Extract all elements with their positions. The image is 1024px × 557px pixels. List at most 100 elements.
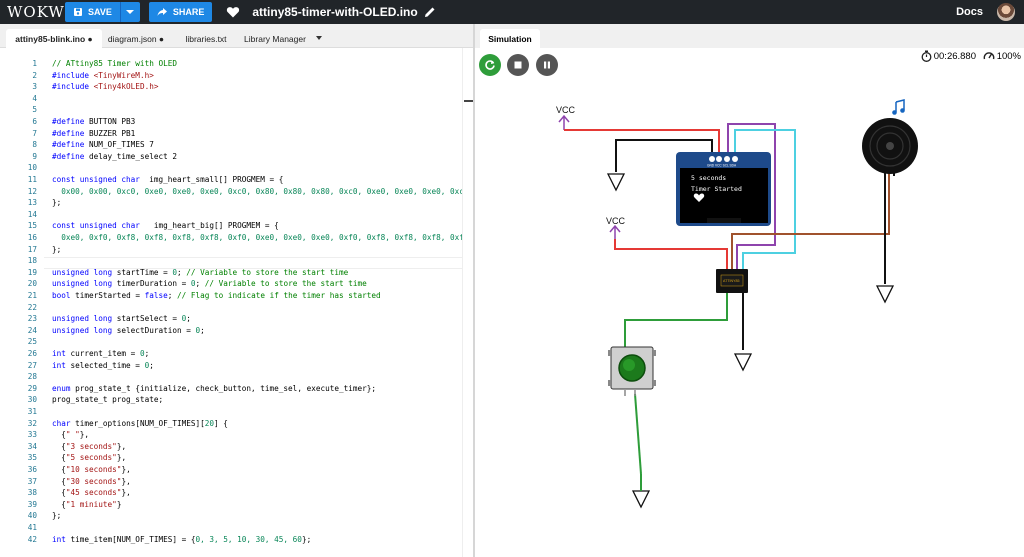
share-button[interactable]: SHARE xyxy=(148,2,213,22)
code-line[interactable]: 4 xyxy=(0,93,473,105)
code-token: #include xyxy=(52,70,94,80)
line-number: 26 xyxy=(27,349,37,358)
save-button[interactable]: SAVE xyxy=(65,2,120,22)
code-line[interactable]: 5 xyxy=(0,104,473,116)
code-line[interactable]: 28 xyxy=(0,371,473,383)
tabs-dropdown-icon[interactable] xyxy=(316,36,322,40)
code-token: unsigned long xyxy=(52,279,117,289)
pause-icon xyxy=(544,61,550,69)
tab-library-manager[interactable]: Library Manager xyxy=(244,33,306,44)
docs-link[interactable]: Docs xyxy=(956,6,983,18)
code-token: ; xyxy=(186,314,191,324)
code-line[interactable]: 22 xyxy=(0,302,473,314)
code-line[interactable]: 35 {"5 seconds"}, xyxy=(0,452,473,464)
code-token: ; xyxy=(144,349,150,358)
oled-display[interactable]: GND VCC SCL SDA 5 seconds Timer Started xyxy=(676,152,771,226)
code-token: }; xyxy=(52,198,62,208)
wire-vcc-oled[interactable] xyxy=(564,129,720,158)
save-dropdown-button[interactable] xyxy=(119,2,140,22)
code-text: }; xyxy=(52,244,61,256)
restart-button[interactable] xyxy=(479,54,501,76)
wire-scl[interactable] xyxy=(727,123,776,272)
stop-button[interactable] xyxy=(507,54,529,76)
code-token: startTime = xyxy=(116,267,173,277)
wire-button-gnd[interactable] xyxy=(634,393,642,475)
wire-oled-gnd[interactable] xyxy=(615,139,713,172)
code-line[interactable]: 25 xyxy=(0,336,473,348)
buzzer[interactable] xyxy=(862,118,918,176)
tab-diagram-json[interactable]: diagram.json ● xyxy=(107,33,165,44)
wire-buzzer[interactable] xyxy=(731,172,890,272)
code-line[interactable]: 12 0x00, 0x00, 0xc0, 0xe0, 0xe0, 0xe0, 0… xyxy=(0,186,473,198)
code-line[interactable]: 16 0xe0, 0xf0, 0xf8, 0xf8, 0xf8, 0xf8, 0… xyxy=(0,232,473,244)
avatar[interactable] xyxy=(997,3,1015,21)
project-title[interactable]: attiny85-timer-with-OLED.ino xyxy=(252,5,418,19)
code-line[interactable]: 31 xyxy=(0,406,473,418)
tab-libraries-txt[interactable]: libraries.txt xyxy=(185,33,227,44)
code-line[interactable]: 6#define BUTTON PB3 xyxy=(0,116,473,128)
code-line[interactable]: 41 xyxy=(0,522,473,534)
pane-divider[interactable] xyxy=(473,24,475,557)
ground-symbol-3 xyxy=(875,285,895,304)
code-token: enum xyxy=(52,383,76,393)
wokwi-logo[interactable]: WOKWI xyxy=(7,3,72,21)
circuit-canvas[interactable]: VCC VCC GND VCC SCL SDA 5 seconds xyxy=(475,24,1024,557)
wire-button[interactable] xyxy=(624,292,728,350)
code-text: {"45 seconds"}, xyxy=(52,487,130,499)
code-line[interactable]: 18 xyxy=(0,255,473,267)
editor-scrollbar[interactable] xyxy=(462,48,473,557)
wire-sda[interactable] xyxy=(734,129,796,272)
code-line[interactable]: 36 {"10 seconds"}, xyxy=(0,464,473,476)
code-line[interactable]: 14 xyxy=(0,209,473,221)
code-token: { xyxy=(52,476,66,486)
code-line[interactable]: 13}; xyxy=(0,197,473,209)
pencil-icon[interactable] xyxy=(424,6,436,18)
code-line[interactable]: 34 {"3 seconds"}, xyxy=(0,441,473,453)
code-line[interactable]: 17}; xyxy=(0,244,473,256)
line-number: 1 xyxy=(32,59,37,68)
code-token: current_item = xyxy=(70,349,140,358)
line-number: 18 xyxy=(27,256,37,266)
code-line[interactable]: 39 {"1 miniute"} xyxy=(0,499,473,511)
current-line-highlight xyxy=(44,257,473,269)
code-line[interactable]: 9#define delay_time_select 2 xyxy=(0,151,473,163)
tab-attiny85-blink[interactable]: attiny85-blink.ino ● xyxy=(6,29,102,48)
pause-button[interactable] xyxy=(536,54,558,76)
code-line[interactable]: 8#define NUM_OF_TIMES 7 xyxy=(0,139,473,151)
code-line[interactable]: 3#include <Tiny4kOLED.h> xyxy=(0,81,473,93)
wire-vcc-chip[interactable] xyxy=(614,239,728,272)
code-token: 0 xyxy=(195,325,201,335)
code-line[interactable]: 40}; xyxy=(0,510,473,522)
code-line[interactable]: 33 {" "}, xyxy=(0,429,473,441)
attiny85-chip[interactable]: ATTINY85 xyxy=(716,269,748,293)
push-button[interactable] xyxy=(608,346,656,396)
simulation-timer: 00:26.880 xyxy=(921,50,976,62)
code-token: { xyxy=(52,441,66,451)
tab-simulation[interactable]: Simulation xyxy=(480,29,540,48)
code-line[interactable]: 10 xyxy=(0,162,473,174)
oled-line-2: Timer Started xyxy=(691,185,742,193)
code-line[interactable]: 37 {"30 seconds"}, xyxy=(0,476,473,488)
heart-icon[interactable] xyxy=(226,5,240,19)
code-token: 0 xyxy=(172,267,177,277)
code-line[interactable]: 7#define BUZZER PB1 xyxy=(0,128,473,140)
code-line[interactable]: 2#include <TinyWireM.h> xyxy=(0,70,473,82)
code-text: }; xyxy=(52,510,61,522)
code-token: unsigned long xyxy=(52,325,117,335)
code-line[interactable]: 38 {"45 seconds"}, xyxy=(0,487,473,499)
code-line[interactable]: 1// ATtiny85 Timer with OLED xyxy=(0,58,473,70)
